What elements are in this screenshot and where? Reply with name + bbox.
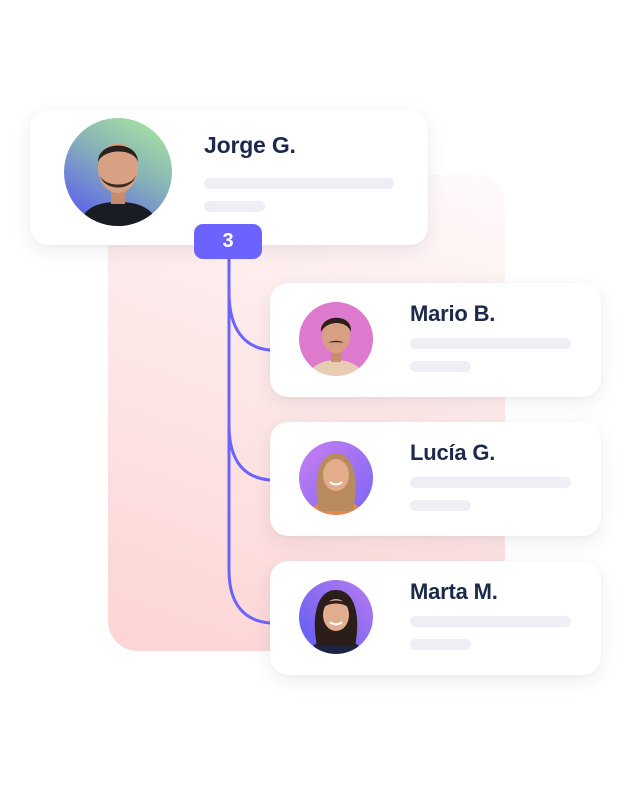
manager-name: Jorge G. (204, 132, 296, 158)
placeholder-line (204, 178, 394, 189)
person-avatar-icon (299, 580, 373, 654)
avatar (299, 580, 373, 654)
person-avatar-icon (299, 441, 373, 515)
placeholder-line (410, 616, 571, 627)
report-name: Marta M. (410, 579, 498, 604)
avatar (299, 302, 373, 376)
report-card[interactable]: Marta M. (270, 561, 601, 675)
manager-card[interactable]: Jorge G. (30, 110, 428, 245)
avatar (299, 441, 373, 515)
placeholder-line (410, 361, 471, 372)
avatar (64, 118, 172, 226)
placeholder-line (410, 500, 471, 511)
report-card[interactable]: Mario B. (270, 283, 601, 397)
report-card[interactable]: Lucía G. (270, 422, 601, 536)
placeholder-line (410, 639, 471, 650)
placeholder-line (410, 338, 571, 349)
report-name: Mario B. (410, 301, 496, 326)
placeholder-line (410, 477, 571, 488)
person-avatar-icon (299, 302, 373, 376)
person-avatar-icon (64, 118, 172, 226)
placeholder-line (204, 201, 265, 212)
direct-reports-count-badge[interactable]: 3 (194, 224, 262, 259)
report-name: Lucía G. (410, 440, 496, 465)
